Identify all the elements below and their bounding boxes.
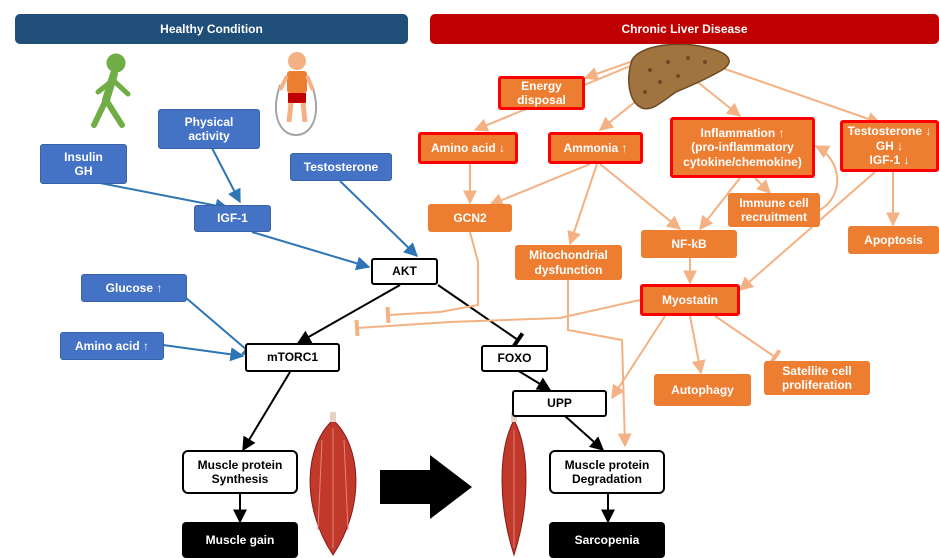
arrow-myostatin-autophagy (689, 315, 706, 375)
arrow-activity-igf1 (211, 147, 241, 204)
arrow-upp-degradation (564, 415, 605, 451)
node-upp: UPP (512, 390, 607, 417)
node-myostatin: Myostatin (640, 284, 740, 316)
node-glucose: Glucose ↑ (81, 274, 187, 302)
node-igf1: IGF-1 (194, 205, 271, 232)
arrow-foxo-upp (516, 369, 552, 391)
arrow-testosterone-myostatin (738, 171, 876, 291)
muscle-icon-atrophied (501, 412, 527, 557)
healthy-arrows (99, 147, 419, 362)
chronic-liver-disease-banner: Chronic Liver Disease (430, 14, 939, 44)
healthy-condition-banner: Healthy Condition (15, 14, 408, 44)
node-foxo: FOXO (481, 345, 548, 372)
arrow-inflammation-nfkb (699, 177, 741, 231)
arrow-myostatin-upp (611, 315, 666, 400)
walking-person-icon (91, 53, 131, 128)
node-testosterone-gh-igf1-down: Testosterone ↓GH ↓IGF-1 ↓ (840, 120, 939, 172)
arrow-inflammation-immune (754, 177, 771, 194)
inhibit-akt-foxo (437, 284, 525, 348)
liver-icon (628, 43, 730, 110)
arrow-liver-testosterone (704, 61, 882, 126)
node-amino-acid-up: Amino acid ↑ (60, 332, 164, 360)
arrow-insulin-igf1 (99, 182, 230, 213)
arrow-igf1-akt (251, 231, 371, 271)
arrow-akt-mtorc1 (296, 284, 401, 344)
inhibit-myostatin-satellite (714, 315, 782, 365)
node-autophagy: Autophagy (654, 374, 751, 406)
inhibit-gcn2-akt (385, 231, 479, 324)
node-muscle-gain: Muscle gain (182, 522, 298, 558)
muscle-icon-healthy (309, 412, 357, 556)
node-testosterone: Testosterone (290, 153, 392, 181)
node-nfkb: NF-kB (641, 230, 737, 258)
core-arrows (233, 284, 615, 524)
arrow-aminoacid-mtorc1 (162, 344, 245, 362)
node-akt: AKT (371, 258, 438, 285)
node-apoptosis: Apoptosis (848, 226, 939, 254)
arrow-ammonia-nfkb (599, 163, 682, 230)
arrow-immune-inflammation (814, 145, 839, 211)
disease-arrows (354, 54, 900, 448)
node-gcn2: GCN2 (428, 204, 512, 232)
arrow-testosterone-akt (339, 180, 419, 257)
arrow-liver-inflammation (694, 79, 742, 117)
node-mtorc1: mTORC1 (245, 343, 340, 372)
node-amino-acid-down: Amino acid ↓ (418, 132, 518, 164)
node-sarcopenia: Sarcopenia (549, 522, 665, 558)
inhibit-myostatin-mtorc1 (354, 299, 641, 337)
node-ammonia: Ammonia ↑ (548, 132, 643, 164)
arrow-ammonia-mito (567, 163, 598, 246)
arrow-mtorc1-synthesis (242, 371, 291, 452)
big-arrow-icon (380, 455, 472, 519)
jump-rope-person-icon (275, 52, 317, 137)
arrow-glucose-mtorc1 (184, 296, 257, 358)
arrow-ammonia-gcn2 (488, 163, 591, 207)
